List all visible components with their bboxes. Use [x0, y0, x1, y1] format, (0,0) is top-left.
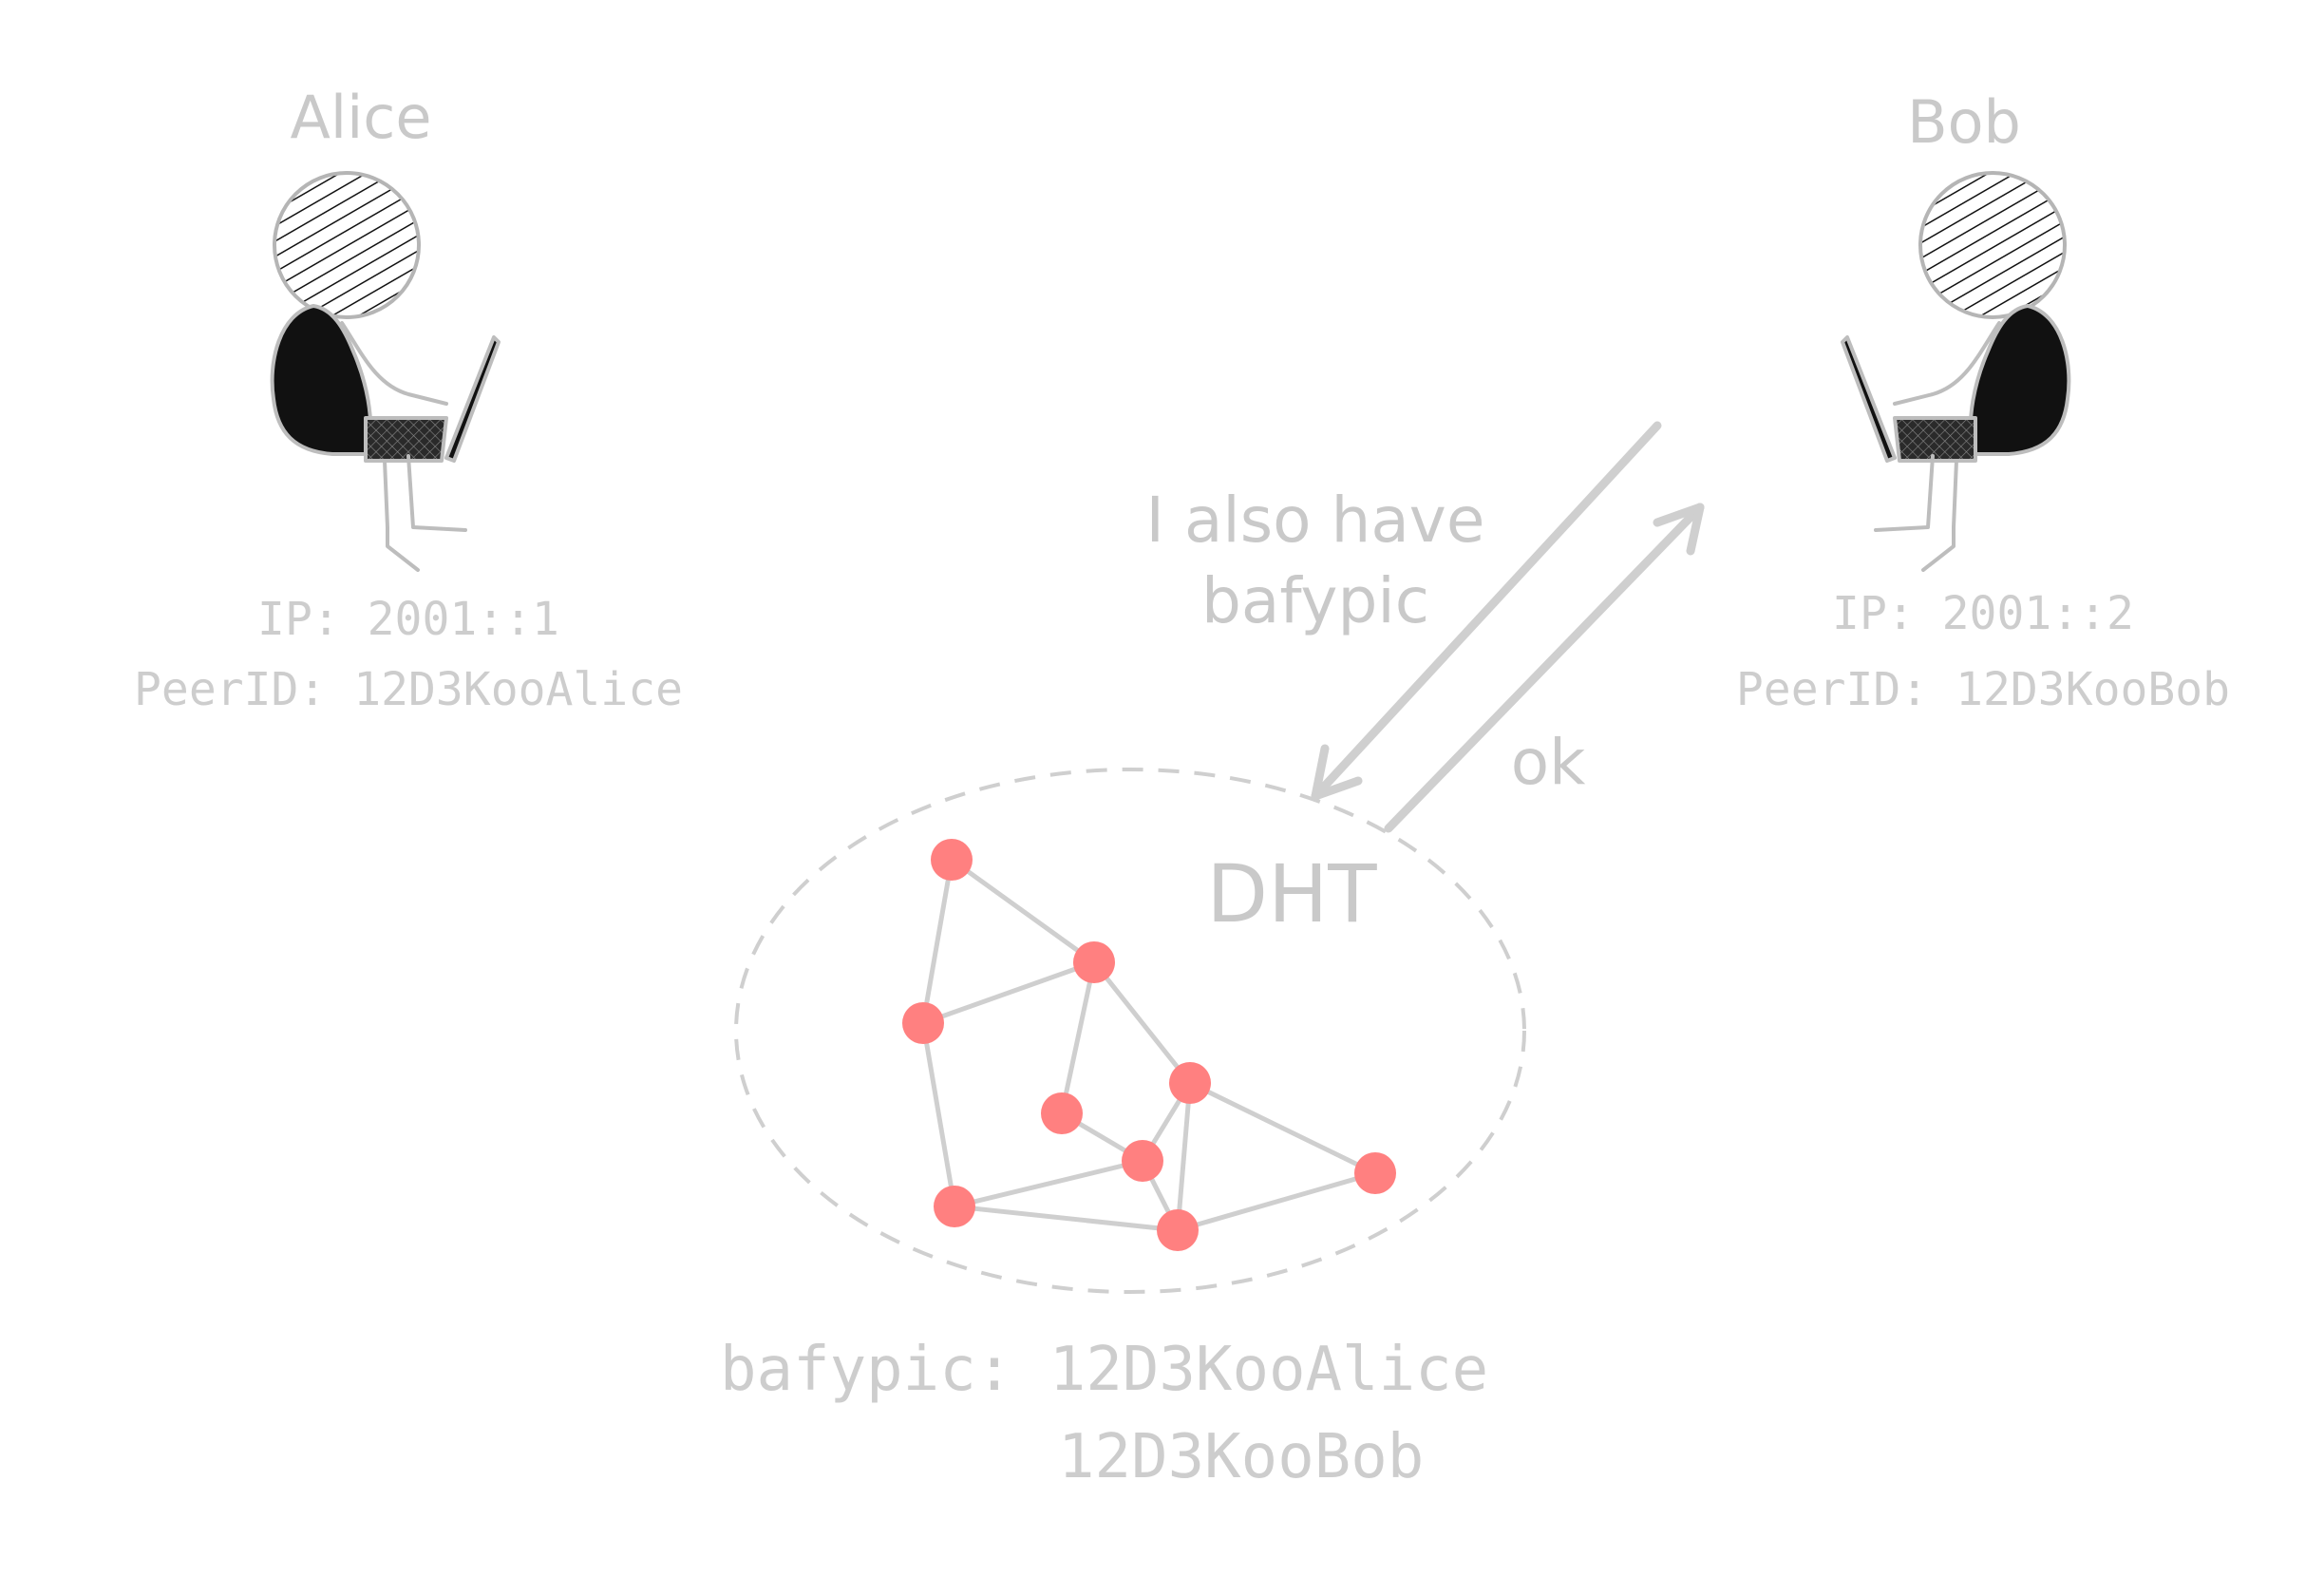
dht-network: DHT: [734, 768, 1526, 1294]
dht-node: [934, 1186, 975, 1227]
announce-message-line2: bafypic: [1201, 564, 1429, 637]
dht-nodes: [902, 839, 1396, 1251]
alice-ip: IP: 2001::1: [257, 593, 559, 646]
alice-peer: Alice IP: 2001::1 PeerID: 12D3KooAlice: [134, 83, 683, 716]
alice-name: Alice: [290, 83, 431, 152]
dht-node: [1157, 1209, 1199, 1251]
reply-arrow: [1384, 503, 1705, 833]
announce-arrow: [1311, 421, 1662, 801]
announce-message-line1: I also have: [1146, 484, 1485, 557]
bob-figure-icon: [1841, 171, 2071, 572]
bob-ip: IP: 2001::2: [1832, 587, 2134, 640]
dht-record-line2: 12D3KooBob: [1058, 1422, 1424, 1492]
dht-record-line1: bafypic: 12D3KooAlice: [720, 1335, 1488, 1405]
dht-boundary: [734, 768, 1526, 1294]
bob-name: Bob: [1907, 87, 2021, 157]
dht-node: [931, 839, 973, 881]
bob-peer: Bob IP: 2001::2 PeerID: 12D3KooBob: [1736, 87, 2230, 716]
dht-label: DHT: [1206, 847, 1377, 940]
dht-node: [1169, 1062, 1211, 1104]
dht-node: [1122, 1140, 1163, 1182]
dht-node: [1041, 1092, 1083, 1134]
dht-node: [1073, 941, 1115, 983]
reply-message: ok: [1511, 726, 1586, 799]
dht-node: [1354, 1152, 1396, 1194]
alice-figure-icon: [270, 171, 501, 572]
bob-peer-id: PeerID: 12D3KooBob: [1736, 663, 2230, 716]
dht-node: [902, 1002, 944, 1044]
alice-peer-id: PeerID: 12D3KooAlice: [134, 663, 683, 716]
